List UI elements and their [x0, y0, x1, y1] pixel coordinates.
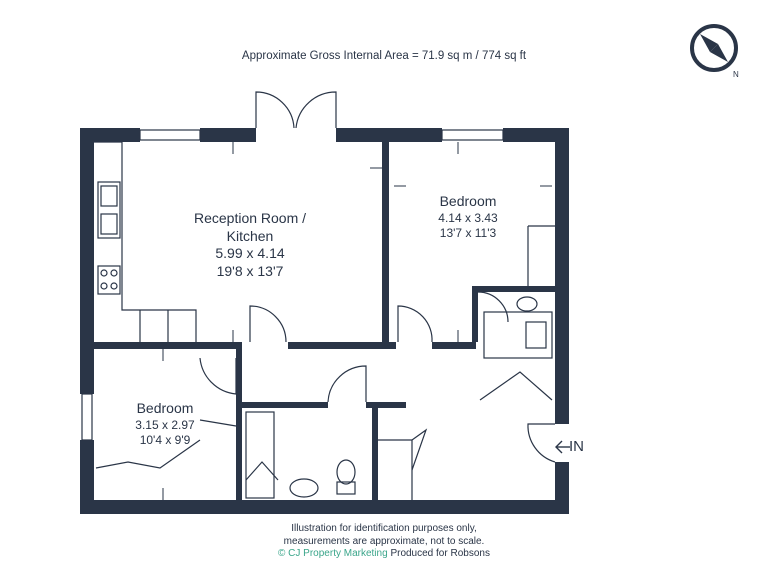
north-compass-icon: N: [690, 24, 739, 79]
footer-line-3: © CJ Property Marketing Produced for Rob…: [0, 548, 768, 561]
footer-line-1: Illustration for identification purposes…: [291, 523, 477, 534]
bedroom2-name: Bedroom: [136, 400, 194, 416]
room-label-reception: Reception Room / Kitchen 5.99 x 4.14 19'…: [160, 210, 340, 280]
entrance-label: IN: [569, 438, 584, 455]
reception-name-line2: Kitchen: [226, 227, 274, 244]
footer-line-2: measurements are approximate, not to sca…: [283, 535, 485, 547]
room-label-bedroom-1: Bedroom 4.14 x 3.43 13'7 x 11'3: [418, 193, 518, 241]
bedroom1-name: Bedroom: [439, 193, 497, 209]
fixtures: [81, 91, 556, 500]
bedroom2-imperial: 10'4 x 9'9: [139, 432, 191, 447]
entrance-arrow-icon: [555, 440, 570, 454]
compass-north-letter: N: [733, 70, 739, 79]
brand-name: © CJ Property Marketing: [278, 548, 388, 559]
reception-imperial: 19'8 x 13'7: [216, 262, 284, 279]
produced-for: Produced for Robsons: [390, 548, 490, 559]
reception-name-line1: Reception Room /: [193, 210, 307, 226]
reception-metric: 5.99 x 4.14: [215, 245, 285, 261]
footer: Illustration for identification purposes…: [0, 523, 768, 561]
bedroom1-metric: 4.14 x 3.43: [438, 210, 498, 225]
walls: [80, 128, 569, 514]
room-label-bedroom-2: Bedroom 3.15 x 2.97 10'4 x 9'9: [115, 400, 215, 448]
bedroom1-imperial: 13'7 x 11'3: [439, 225, 497, 240]
gross-internal-area: Approximate Gross Internal Area = 71.9 s…: [241, 50, 527, 62]
measure-arrows: [162, 142, 552, 500]
bedroom2-metric: 3.15 x 2.97: [135, 417, 195, 432]
